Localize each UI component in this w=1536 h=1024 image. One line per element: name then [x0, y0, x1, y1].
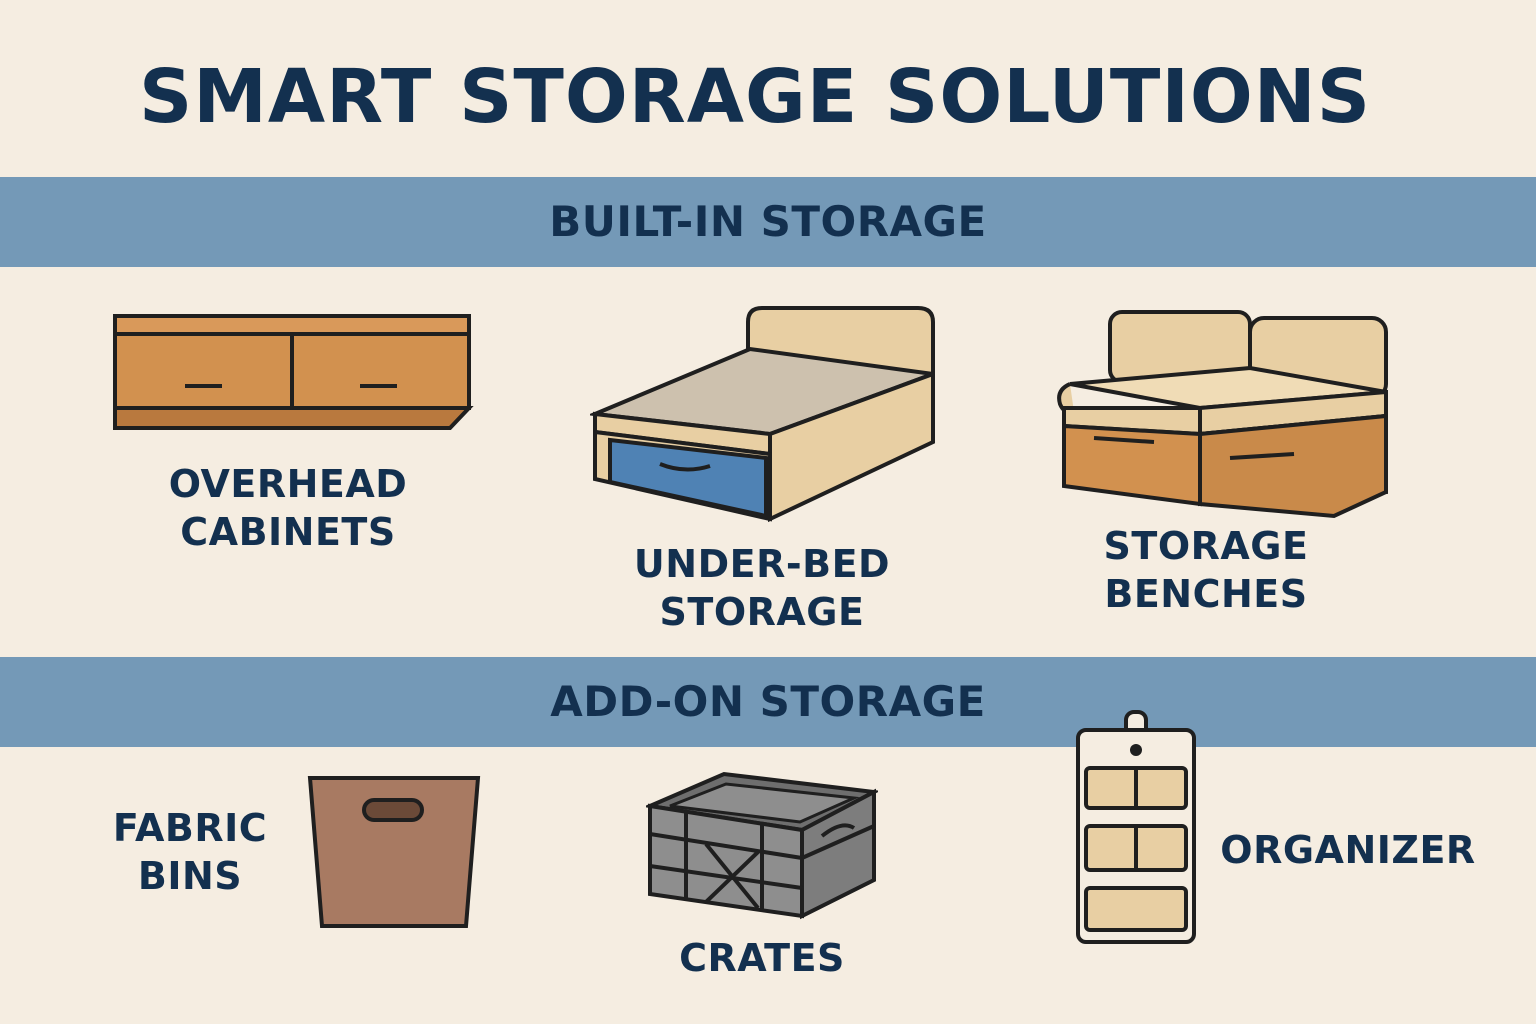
item-label-organizer: ORGANIZER: [1220, 828, 1476, 872]
page-title: SMART STORAGE SOLUTIONS: [138, 54, 1372, 140]
item-label-under-bed-storage: UNDER-BED STORAGE: [633, 542, 891, 634]
fabric-bin-icon: [306, 774, 482, 930]
section-heading-built-in: BUILT-IN STORAGE: [549, 197, 987, 246]
section-band-built-in: BUILT-IN STORAGE: [0, 177, 1536, 267]
item-label-storage-benches: STORAGE BENCHES: [1103, 524, 1309, 616]
overhead-cabinet-icon: [110, 312, 474, 436]
storage-bench-icon: [1054, 308, 1390, 520]
item-label-overhead-cabinets: OVERHEAD CABINETS: [168, 462, 408, 554]
section-band-add-on: ADD-ON STORAGE: [0, 657, 1536, 747]
item-label-fabric-bins: FABRIC BINS: [112, 806, 268, 898]
section-heading-add-on: ADD-ON STORAGE: [550, 677, 986, 726]
item-label-crates: CRATES: [679, 936, 845, 980]
under-bed-storage-icon: [590, 304, 940, 526]
hanging-organizer-icon: [1072, 708, 1200, 948]
crate-icon: [646, 770, 878, 920]
